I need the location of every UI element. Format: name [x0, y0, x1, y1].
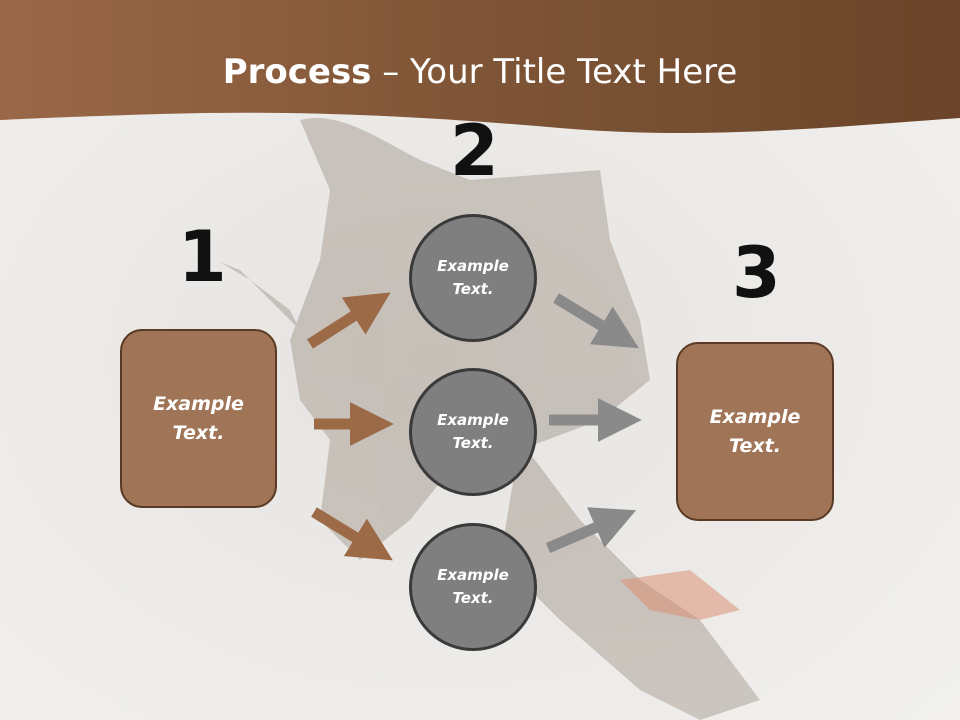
step-3-box: Example Text.: [676, 342, 834, 521]
step-2-circle-middle: Example Text.: [409, 368, 537, 496]
step-1-number: 1: [178, 216, 227, 298]
step-1-label: Example Text.: [153, 392, 244, 444]
arrow-2c-to-3: [545, 507, 637, 554]
step-2-circle-bottom-label: Example Text.: [437, 566, 509, 607]
title-rest: – Your Title Text Here: [371, 52, 738, 92]
step-2-circle-top: Example Text.: [409, 214, 537, 342]
arrow-1-to-2a: [307, 292, 391, 349]
step-2-circle-bottom: Example Text.: [409, 523, 537, 651]
step-2-circle-middle-label: Example Text.: [437, 411, 509, 452]
title-bold: Process: [222, 52, 372, 92]
slide-title: Process – Your Title Text Here: [0, 52, 960, 92]
step-1-box: Example Text.: [120, 329, 277, 508]
arrow-2a-to-3: [553, 293, 639, 349]
step-2-circle-top-label: Example Text.: [437, 257, 509, 298]
arrow-1-to-2c: [311, 507, 393, 561]
step-3-number: 3: [732, 232, 781, 314]
step-3-label: Example Text.: [709, 405, 801, 457]
photo-shoe: [620, 570, 740, 620]
step-2-number: 2: [450, 110, 499, 192]
header-banner: [0, 0, 960, 134]
